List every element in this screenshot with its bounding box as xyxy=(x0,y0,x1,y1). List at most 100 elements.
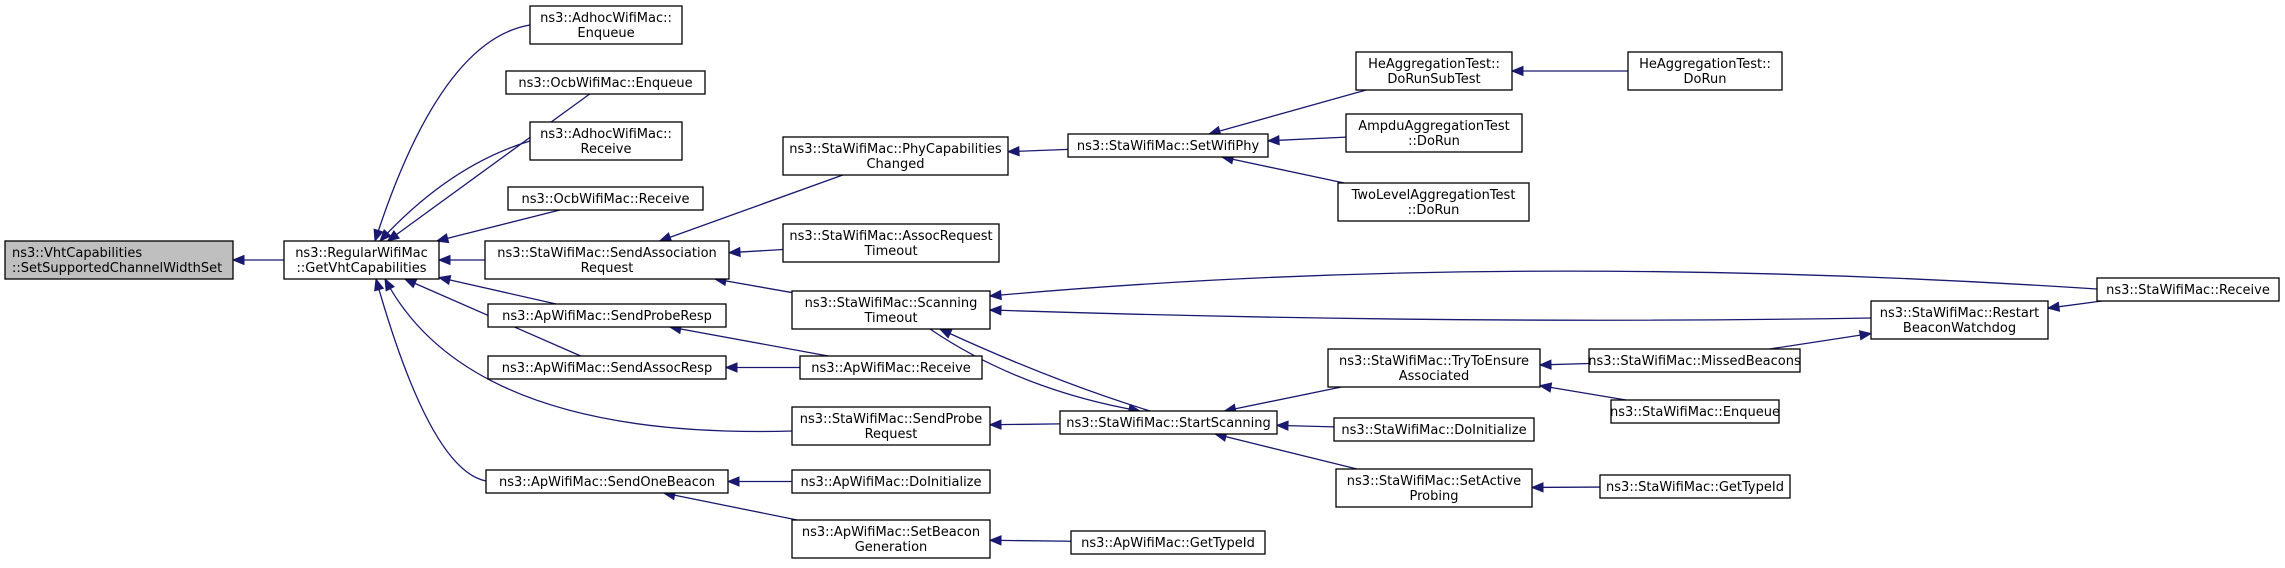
node-label: DoRunSubTest xyxy=(1387,72,1480,87)
node-label: ns3::StaWifiMac::Enqueue xyxy=(1610,405,1780,420)
edge-n31-to-n12 xyxy=(988,270,2098,301)
node-box[interactable] xyxy=(505,70,706,95)
node-box[interactable] xyxy=(1599,474,1791,499)
node-box[interactable] xyxy=(1059,410,1278,435)
graph-node-n31[interactable]: ns3::StaWifiMac::Receive xyxy=(2096,277,2280,302)
node-label: ns3::ApWifiMac::SetBeacon xyxy=(802,525,980,540)
node-label: ns3::StaWifiMac::Restart xyxy=(1880,306,2040,321)
edge-arrowhead xyxy=(437,254,451,266)
graph-node-n3[interactable]: ns3::OcbWifiMac::Enqueue xyxy=(505,70,706,95)
node-label: ns3::StaWifiMac::PhyCapabilities xyxy=(789,142,1002,157)
node-box[interactable] xyxy=(2096,277,2280,302)
node-box[interactable] xyxy=(507,186,704,211)
edge-arrowhead xyxy=(1510,65,1524,77)
node-box[interactable] xyxy=(1627,51,1783,91)
node-box[interactable] xyxy=(791,290,991,330)
node-label: Request xyxy=(865,427,918,442)
edge-arrowhead xyxy=(724,362,738,373)
edge-n14-to-n1 xyxy=(384,277,793,433)
node-label: ns3::VhtCapabilities xyxy=(12,246,142,261)
edge-arrowhead xyxy=(403,278,418,289)
edge-n7-to-n1 xyxy=(437,274,557,305)
graph-node-n4[interactable]: ns3::AdhocWifiMac::Receive xyxy=(529,121,683,161)
node-box[interactable] xyxy=(1337,182,1530,222)
edge-line xyxy=(929,328,1141,412)
node-box[interactable] xyxy=(799,355,983,380)
node-box[interactable] xyxy=(1345,113,1523,153)
edge-arrowhead xyxy=(231,254,245,266)
root-node-box[interactable] xyxy=(4,240,234,280)
node-box[interactable] xyxy=(782,223,1000,263)
graph-node-n15[interactable]: ns3::ApWifiMac::DoInitialize xyxy=(791,469,991,494)
node-box[interactable] xyxy=(484,240,730,280)
graph-node-n19[interactable]: ns3::ApWifiMac::GetTypeId xyxy=(1070,530,1266,555)
graph-node-n7[interactable]: ns3::ApWifiMac::SendProbeResp xyxy=(487,303,727,328)
graph-node-n18[interactable]: ns3::StaWifiMac::StartScanning xyxy=(1059,410,1278,435)
graph-node-n1[interactable]: ns3::RegularWifiMac::GetVhtCapabilities xyxy=(283,240,440,280)
node-box[interactable] xyxy=(485,469,729,494)
node-box[interactable] xyxy=(529,121,683,161)
node-label: ns3::StaWifiMac::AssocRequest xyxy=(789,229,992,244)
edge-arrowhead xyxy=(726,476,740,487)
node-box[interactable] xyxy=(1588,348,1801,373)
node-box[interactable] xyxy=(487,303,727,328)
node-box[interactable] xyxy=(1333,417,1535,442)
graph-node-n5[interactable]: ns3::OcbWifiMac::Receive xyxy=(507,186,704,211)
node-box[interactable] xyxy=(782,136,1009,176)
node-label: Generation xyxy=(855,540,928,555)
graph-node-n0[interactable]: ns3::VhtCapabilities::SetSupportedChanne… xyxy=(4,240,234,280)
edge-n9-to-n1 xyxy=(374,277,487,482)
node-box[interactable] xyxy=(1870,300,2049,340)
node-label: Associated xyxy=(1399,369,1469,384)
node-box[interactable] xyxy=(1327,348,1541,388)
graph-node-n17[interactable]: ns3::StaWifiMac::SetWifiPhy xyxy=(1067,133,1269,158)
edge-arrowhead xyxy=(1275,420,1289,431)
edge-line xyxy=(1769,332,1872,350)
edge-arrowhead xyxy=(435,233,450,244)
edge-arrowhead xyxy=(988,305,1002,316)
node-box[interactable] xyxy=(1355,51,1513,91)
node-label: Receive xyxy=(581,142,632,157)
edge-arrowhead xyxy=(1538,359,1552,370)
graph-node-n8[interactable]: ns3::ApWifiMac::SendAssocResp xyxy=(487,355,727,380)
edge-n24-to-n18 xyxy=(1275,420,1335,431)
graph-node-n26[interactable]: HeAggregationTest::DoRun xyxy=(1627,51,1783,91)
graph-node-n24[interactable]: ns3::StaWifiMac::DoInitialize xyxy=(1333,417,1535,442)
node-label: BeaconWatchdog xyxy=(1903,321,2016,336)
graph-node-n27[interactable]: ns3::StaWifiMac::MissedBeacons xyxy=(1588,348,1801,373)
node-box[interactable] xyxy=(791,519,991,559)
edge-line xyxy=(375,278,487,482)
edge-n2-to-n1 xyxy=(373,24,531,243)
graph-node-n22[interactable]: TwoLevelAggregationTest::DoRun xyxy=(1337,182,1530,222)
node-box[interactable] xyxy=(1070,530,1266,555)
graph-node-n20[interactable]: HeAggregationTest::DoRunSubTest xyxy=(1355,51,1513,91)
graph-node-n9[interactable]: ns3::ApWifiMac::SendOneBeacon xyxy=(485,469,729,494)
node-box[interactable] xyxy=(487,355,727,380)
node-label: DoRun xyxy=(1684,72,1727,87)
node-box[interactable] xyxy=(1610,399,1780,424)
node-box[interactable] xyxy=(529,5,683,45)
node-box[interactable] xyxy=(1067,133,1269,158)
graph-node-n13[interactable]: ns3::ApWifiMac::Receive xyxy=(799,355,983,380)
graph-node-n2[interactable]: ns3::AdhocWifiMac::Enqueue xyxy=(529,5,683,45)
node-box[interactable] xyxy=(1335,468,1533,508)
node-box[interactable] xyxy=(791,406,991,446)
graph-node-n28[interactable]: ns3::StaWifiMac::Enqueue xyxy=(1610,399,1780,424)
graph-node-n29[interactable]: ns3::StaWifiMac::GetTypeId xyxy=(1599,474,1791,499)
edge-arrowhead xyxy=(1530,482,1544,493)
graph-node-n21[interactable]: AmpduAggregationTest::DoRun xyxy=(1345,113,1523,153)
node-box[interactable] xyxy=(283,240,440,280)
node-box[interactable] xyxy=(791,469,991,494)
edge-n1-to-n0 xyxy=(231,254,284,266)
edge-n29-to-n25 xyxy=(1530,482,1601,493)
edge-n16-to-n9 xyxy=(662,490,798,521)
